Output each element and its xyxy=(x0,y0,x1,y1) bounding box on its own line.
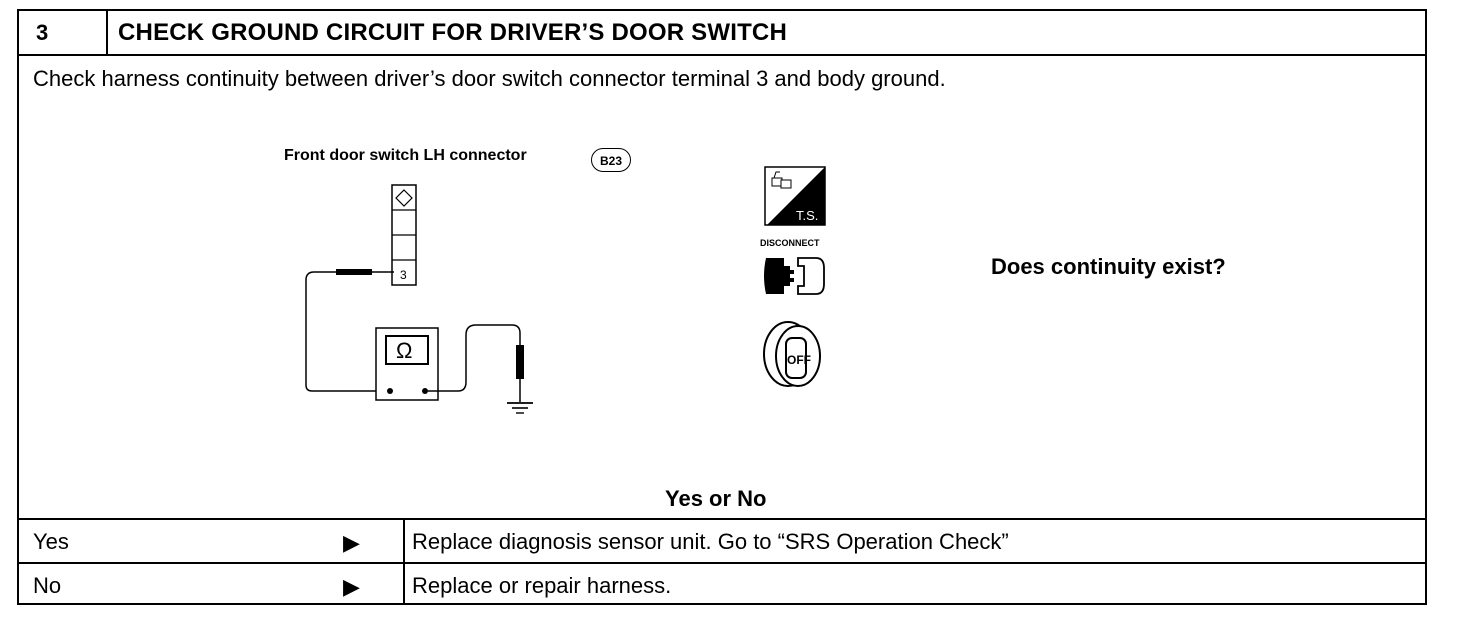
ohm-symbol: Ω xyxy=(396,338,412,363)
ohmmeter: Ω xyxy=(375,327,439,401)
continuity-question: Does continuity exist? xyxy=(991,254,1226,279)
connector-code-badge: B23 xyxy=(591,148,631,172)
answer-prompt: Yes or No xyxy=(665,486,767,511)
connector-block: 3 xyxy=(391,184,417,286)
results-top-divider xyxy=(17,518,1427,520)
step-number: 3 xyxy=(36,20,49,45)
results-middle-divider xyxy=(17,562,1427,564)
continuity-diagram: 3 Ω xyxy=(305,184,533,414)
result-no-label: No xyxy=(33,573,62,598)
result-no-action: Replace or repair harness. xyxy=(412,573,672,598)
result-yes-action: Replace diagnosis sensor unit. Go to “SR… xyxy=(412,529,1009,554)
result-yes-arrow-icon: ▶ xyxy=(343,530,360,555)
result-yes-label: Yes xyxy=(33,529,69,554)
results-column-divider xyxy=(403,518,405,605)
ground-symbol xyxy=(507,402,533,414)
ignition-off-text: OFF xyxy=(787,353,811,367)
diagnostic-table xyxy=(17,9,1427,605)
connector-label: Front door switch LH connector xyxy=(284,147,527,164)
ts-data-icon: T.S. xyxy=(764,166,826,226)
probe-positive xyxy=(305,269,394,392)
disconnect-icon: DISCONNECT xyxy=(760,238,825,295)
step-title: CHECK GROUND CIRCUIT FOR DRIVER’S DOOR S… xyxy=(118,19,787,46)
disconnect-text: DISCONNECT xyxy=(760,238,820,248)
ignition-off-icon: OFF xyxy=(763,321,821,387)
ts-icon-text: T.S. xyxy=(796,208,818,223)
probe-negative xyxy=(428,324,524,402)
terminal-number: 3 xyxy=(400,268,407,282)
result-no-arrow-icon: ▶ xyxy=(343,574,360,599)
step-number-divider xyxy=(106,9,108,55)
header-divider xyxy=(17,54,1427,56)
step-instruction: Check harness continuity between driver’… xyxy=(33,66,946,91)
